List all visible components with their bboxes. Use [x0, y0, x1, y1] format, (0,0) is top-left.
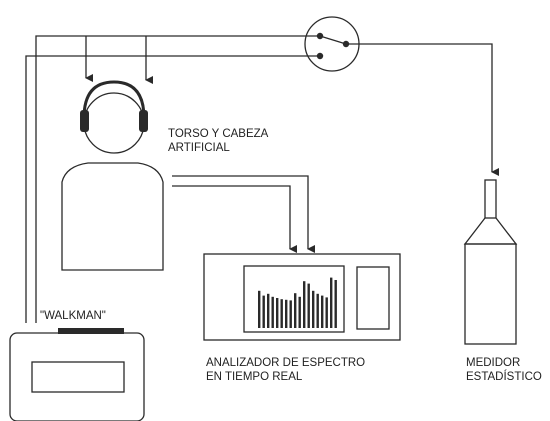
torso-label-line2: ARTIFICIAL — [168, 142, 230, 154]
wire-to-analyzer-1 — [172, 185, 297, 253]
analyzer-label-line1: ANALIZADOR DE ESPECTRO — [206, 357, 366, 369]
torso-body — [61, 162, 164, 271]
meter-microphone — [484, 179, 497, 219]
spectrum-bar — [276, 298, 279, 328]
spectrum-bar — [267, 293, 270, 328]
analyzer-side-panel — [356, 266, 390, 330]
spectrum-bar — [325, 297, 328, 328]
headphone-band — [82, 80, 146, 119]
wire-to-analyzer-2 — [172, 175, 315, 253]
torso-label-line1: TORSO Y CABEZA — [168, 128, 269, 140]
meter-label-line2: ESTADÍSTICO — [466, 371, 542, 383]
spectrum-bar — [271, 296, 274, 328]
meter-cone — [463, 217, 518, 245]
spectrum-bar — [330, 277, 333, 328]
walkman-button-strip — [58, 328, 124, 334]
spectrum-bar — [280, 299, 283, 328]
switch-blade — [319, 35, 347, 45]
spectrum-bars — [258, 277, 337, 328]
spectrum-bar — [289, 300, 292, 328]
wire-to-meter — [346, 43, 499, 176]
spectrum-bar — [294, 293, 297, 328]
meter-label-line1: MEDIDOR — [466, 357, 521, 369]
walkman-label: "WALKMAN" — [40, 310, 106, 322]
spectrum-bar — [334, 280, 337, 328]
wire-second — [25, 55, 320, 323]
spectrum-bar — [298, 296, 301, 328]
meter-body — [464, 243, 517, 345]
switch-contact-top — [316, 32, 324, 40]
spectrum-bar — [258, 290, 261, 328]
head — [83, 92, 145, 154]
spectrum-bar — [303, 281, 306, 328]
spectrum-bar — [312, 290, 315, 328]
left-earphone — [80, 110, 89, 132]
spectrum-bar — [262, 295, 265, 328]
wire-top — [35, 35, 320, 323]
switch-contact-bottom — [316, 52, 324, 60]
walkman-window — [31, 361, 125, 393]
spectrum-bar — [307, 283, 310, 328]
spectrum-bar — [316, 293, 319, 328]
right-earphone — [139, 110, 148, 132]
spectrum-bar — [321, 295, 324, 328]
analyzer-screen — [243, 265, 345, 333]
analyzer-body — [203, 253, 401, 341]
analyzer-label-line2: EN TIEMPO REAL — [206, 371, 303, 383]
switch-pivot — [342, 40, 350, 48]
spectrum-bar — [285, 299, 288, 328]
switch-circle — [304, 16, 360, 72]
